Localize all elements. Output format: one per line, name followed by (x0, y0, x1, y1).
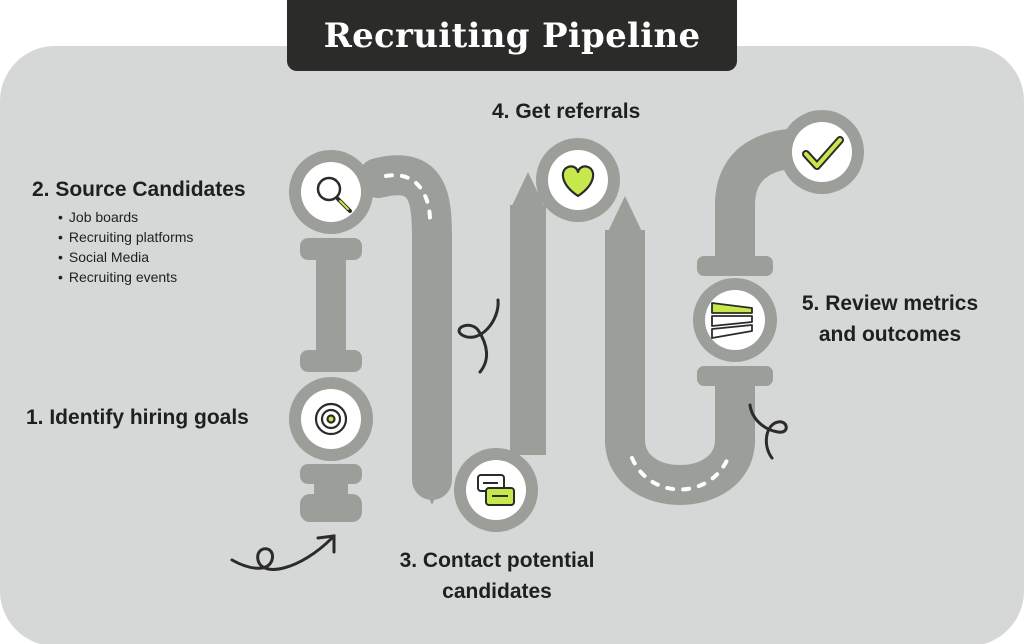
step-4-label: 4. Get referrals (492, 100, 641, 123)
step-1-label: 1. Identify hiring goals (26, 406, 249, 429)
page-title: Recruiting Pipeline (323, 15, 701, 56)
step-3-label-line2: candidates (442, 580, 552, 603)
step-5-label-line2: and outcomes (818, 323, 962, 346)
bullet-item: Job boards (58, 207, 193, 227)
magnifier-icon (316, 176, 352, 213)
bullet-item: Social Media (58, 247, 193, 267)
decorative-loops (230, 298, 788, 571)
heart-icon (561, 165, 595, 198)
loop-doodle-right (748, 403, 788, 460)
station-contact-candidates (454, 448, 538, 532)
pipe-referrals-to-review (605, 196, 773, 505)
step-5-label: 5. Review metrics and outcomes (782, 288, 998, 350)
station-identify-goals (289, 377, 373, 461)
loop-doodle-left (457, 298, 500, 374)
step-3-label-line1: 3. Contact potential (399, 549, 595, 572)
step-2-label: 2. Source Candidates (32, 178, 246, 201)
funnel-bars-icon (711, 302, 753, 339)
station-review-metrics (693, 278, 777, 362)
pipe-contact-to-referrals (510, 172, 546, 455)
title-banner: Recruiting Pipeline (287, 0, 737, 71)
pipe-source-to-contact (358, 155, 452, 505)
left-pipe (300, 238, 362, 522)
step-5-label-line1: 5. Review metrics (801, 292, 979, 315)
station-get-referrals (536, 138, 620, 222)
bullet-item: Recruiting platforms (58, 227, 194, 247)
start-loop-arrow (230, 536, 334, 571)
station-complete (780, 110, 864, 194)
bullet-item: Recruiting events (58, 267, 193, 287)
target-icon (314, 402, 348, 436)
chat-bubbles-icon (477, 474, 515, 506)
station-source-candidates (289, 150, 373, 234)
step-2-bullet-list: Job boards Recruiting platforms Social M… (58, 207, 194, 287)
start-arrowhead (316, 534, 336, 554)
step-3-label: 3. Contact potential candidates (382, 545, 612, 607)
